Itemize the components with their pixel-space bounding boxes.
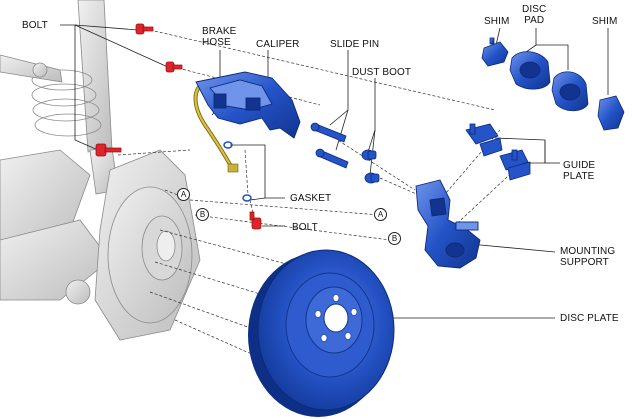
callout-leaders — [60, 24, 609, 319]
bolt-upper-caliper — [165, 61, 183, 73]
caliper-label: CALIPER — [256, 39, 300, 50]
disc-pad-label: DISC PAD — [522, 4, 547, 26]
brake-hose-label: BRAKE HOSE — [202, 26, 237, 48]
slide-pin-label: SLIDE PIN — [330, 39, 380, 50]
brake-hose — [193, 80, 239, 173]
disc-pad-left — [509, 51, 551, 90]
bolt-banjo — [249, 211, 262, 230]
guide-plate-label: GUIDE PLATE — [563, 160, 596, 182]
mounting-support — [415, 179, 481, 269]
guide-plate-upper — [465, 123, 503, 157]
shim-right-label: SHIM — [592, 16, 618, 27]
coil-spring-2 — [31, 83, 97, 107]
slide-pin-lower — [315, 148, 349, 169]
shim-left-label: SHIM — [484, 16, 510, 27]
guide-plate-lower — [499, 149, 531, 181]
caliper-body — [195, 71, 301, 139]
bolt-bottom-label: BOLT — [292, 222, 318, 233]
disc-plate — [248, 249, 395, 417]
disc-plate-label: DISC PLATE — [560, 313, 619, 324]
guide-plates — [465, 123, 531, 181]
dust-boot-upper — [361, 149, 377, 161]
dust-boot-label: DUST BOOT — [352, 67, 412, 78]
gasket-label: GASKET — [290, 193, 332, 204]
marker-a-knuckle: A — [177, 188, 190, 201]
coil-spring-4 — [34, 113, 102, 137]
tie-rod-end — [32, 62, 48, 78]
shim-left — [481, 37, 509, 67]
bolt-knuckle — [95, 143, 122, 157]
slide-pins — [310, 122, 349, 169]
marker-a-support: A — [374, 208, 387, 221]
coil-spring-1 — [31, 69, 93, 91]
strut-upper — [77, 0, 113, 153]
gasket-set — [223, 141, 252, 202]
marker-b-support: B — [388, 232, 401, 245]
marker-b-knuckle: B — [196, 208, 209, 221]
slide-pin-upper — [310, 122, 347, 143]
mounting-support-label: MOUNTING SUPPORT — [560, 246, 616, 268]
coil-spring-3 — [32, 98, 100, 122]
bolt-upper-strut — [135, 23, 154, 35]
disc-pad-right — [551, 71, 589, 112]
bolt-set — [95, 23, 262, 230]
hub-bore — [156, 230, 176, 262]
upper-arm — [0, 54, 63, 83]
dust-boot-lower — [364, 172, 380, 184]
ball-joint — [65, 279, 91, 305]
bolt-top-label: BOLT — [22, 20, 48, 31]
shim-right — [597, 95, 625, 131]
lower-arm — [0, 219, 111, 301]
dust-boots — [361, 149, 380, 184]
suspension-assembly — [0, 0, 201, 341]
